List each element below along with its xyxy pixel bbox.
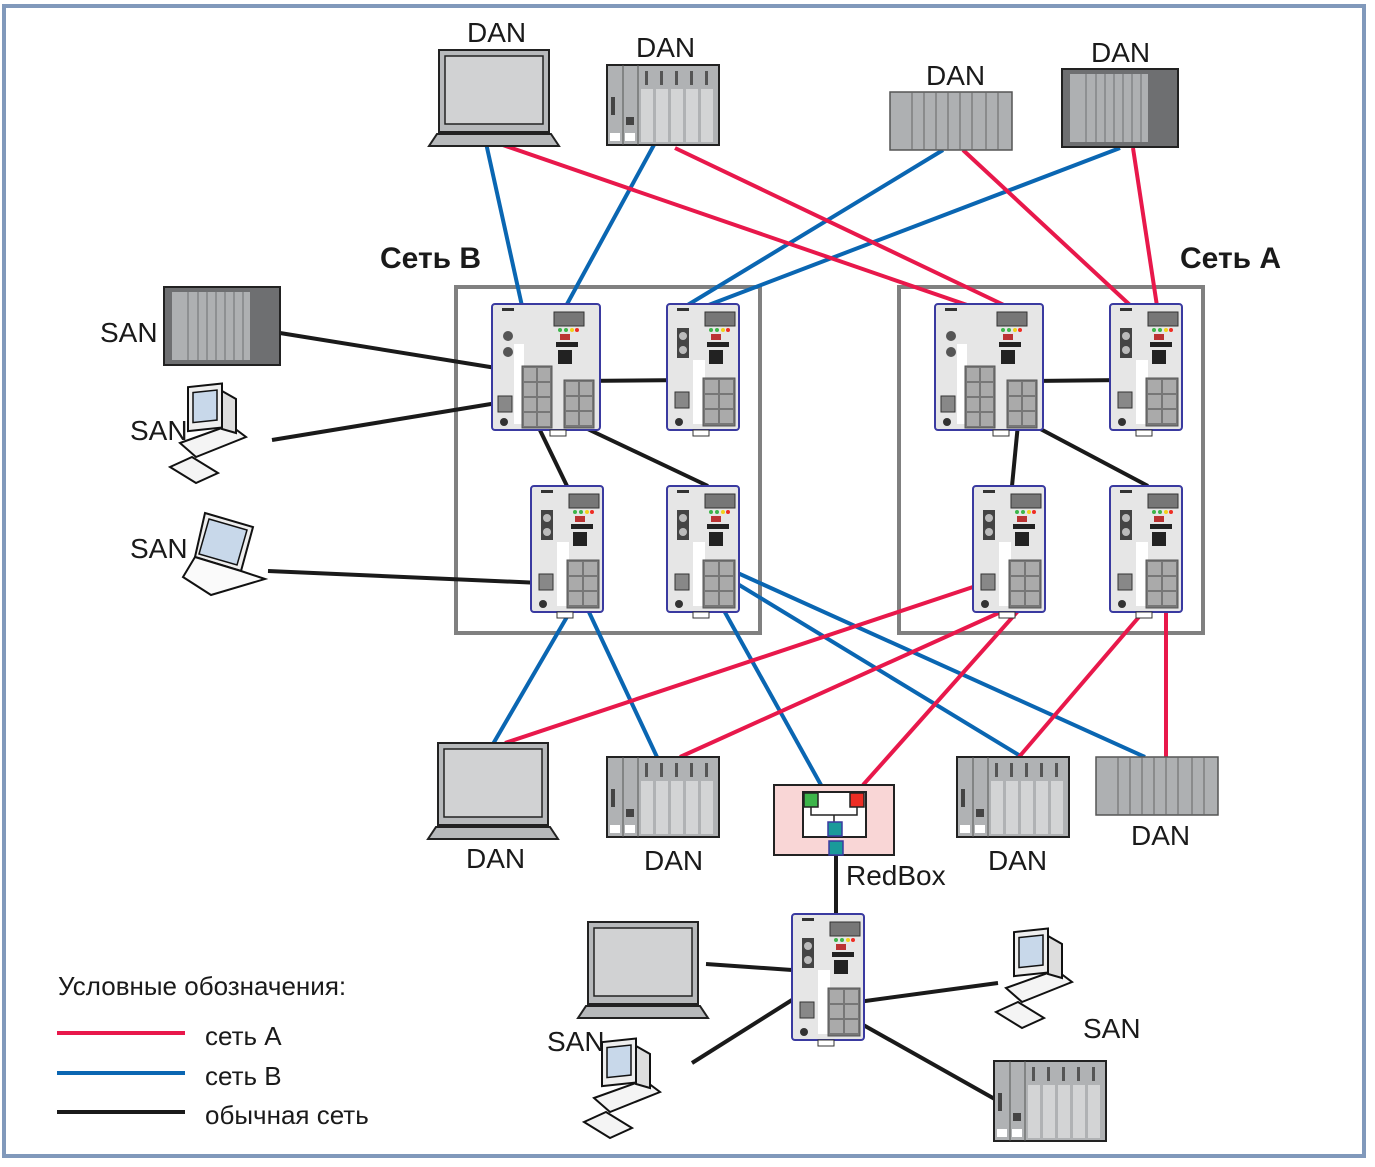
link-net-a-sw-a4-to-bottom-dan-3 <box>1017 609 1146 759</box>
group-label-net-b: Сеть B <box>380 242 481 275</box>
redbox-device[interactable] <box>773 784 895 856</box>
link-net-a-top-dan-4-to-sw-a2 <box>1131 147 1159 307</box>
link-normal-san-3-to-sw-b3 <box>267 569 542 585</box>
node-label-top-dan-2: DAN <box>636 32 695 63</box>
redbox-port-interlink-icon <box>827 821 843 837</box>
link-net-b-sw-b4-to-bottom-dan-4 <box>730 568 1146 759</box>
node-label-top-dan-1: DAN <box>467 17 526 48</box>
legend-label-net-b: сеть B <box>205 1061 282 1091</box>
laptop-icon[interactable] <box>428 49 560 147</box>
legend: Условные обозначения: сеть A сеть B обыч… <box>57 971 369 1130</box>
node-label-bottom-dan-3: DAN <box>988 845 1047 876</box>
link-normal-san-1-to-sw-b1 <box>279 331 522 374</box>
switch-net-b-1[interactable] <box>491 303 601 437</box>
switch-net-b-3[interactable] <box>530 485 604 619</box>
node-label-san-4: SAN <box>547 1026 605 1057</box>
link-normal-sw-b1-to-sw-b4 <box>576 422 709 488</box>
rack-dark-icon[interactable] <box>163 286 281 366</box>
plc-icon[interactable] <box>956 756 1070 838</box>
desktop-computer-icon[interactable] <box>995 927 1073 1029</box>
group-box-net-b <box>454 285 762 635</box>
link-net-b-top-dan-2-to-sw-b1 <box>564 142 657 307</box>
link-net-a-sw-a3-to-bottom-dan-1 <box>504 581 986 745</box>
redbox-port-a-icon <box>803 792 819 808</box>
laptop-icon[interactable] <box>577 921 709 1019</box>
link-net-a-top-dan-2-to-sw-a1 <box>674 146 1007 308</box>
link-net-b-sw-b3-to-bottom-dan-2 <box>586 609 659 758</box>
legend-label-normal: обычная сеть <box>205 1100 369 1130</box>
link-net-b-sw-b4-to-redbox <box>715 597 823 786</box>
node-label-redbox: RedBox <box>846 860 946 891</box>
switch-net-a-3[interactable] <box>972 485 1046 619</box>
node-label-bottom-dan-4: DAN <box>1131 820 1190 851</box>
link-normal-san-6-to-sw-redbox <box>857 981 999 1004</box>
rack-dark-icon[interactable] <box>1061 68 1179 148</box>
switch-net-a-2[interactable] <box>1109 303 1183 437</box>
link-normal-sw-a1-to-sw-a3 <box>1010 423 1020 487</box>
links-layer <box>267 141 1168 1104</box>
link-net-a-top-dan-1-to-sw-a1 <box>496 141 971 308</box>
link-net-b-top-dan-3-to-sw-b2 <box>684 148 945 308</box>
switch-redbox-side[interactable] <box>791 913 865 1047</box>
laptop-icon[interactable] <box>427 742 559 840</box>
plc-icon[interactable] <box>606 756 720 838</box>
link-normal-san-4-to-sw-redbox <box>705 962 793 972</box>
link-net-b-top-dan-1-to-sw-b1 <box>484 142 524 307</box>
legend-label-net-a: сеть A <box>205 1021 282 1051</box>
link-normal-sw-b1-to-sw-b3 <box>535 423 569 487</box>
rack-icon[interactable] <box>889 91 1013 151</box>
link-net-a-top-dan-3-to-sw-a2 <box>961 148 1133 308</box>
switch-net-b-4[interactable] <box>666 485 740 619</box>
link-normal-san-5-to-sw-redbox <box>690 998 794 1065</box>
link-normal-sw-a1-to-sw-a4 <box>1030 422 1149 488</box>
node-label-top-dan-4: DAN <box>1091 37 1150 68</box>
node-label-bottom-dan-1: DAN <box>466 843 525 874</box>
plc-icon[interactable] <box>606 64 720 146</box>
group-box-net-a <box>897 285 1205 635</box>
link-normal-san-7-to-sw-redbox <box>857 1020 1001 1104</box>
redbox-port-b-icon <box>849 792 865 808</box>
switch-net-a-4[interactable] <box>1109 485 1183 619</box>
node-label-san-3: SAN <box>130 533 188 564</box>
link-normal-san-2-to-sw-b1 <box>271 401 498 442</box>
node-label-san-1: SAN <box>100 317 158 348</box>
link-net-a-sw-a3-to-redbox <box>861 609 1020 787</box>
group-label-net-a: Сеть A <box>1180 242 1281 275</box>
switch-net-b-2[interactable] <box>666 303 740 437</box>
laptop-icon[interactable] <box>182 512 266 596</box>
rack-icon[interactable] <box>1095 756 1219 816</box>
link-net-b-top-dan-4-to-sw-b2 <box>705 146 1121 308</box>
node-label-bottom-dan-2: DAN <box>644 845 703 876</box>
link-net-a-sw-a3-to-bottom-dan-2 <box>679 609 1004 759</box>
node-label-san-5: SAN <box>1083 1013 1141 1044</box>
legend-title: Условные обозначения: <box>58 971 346 1001</box>
node-label-top-dan-3: DAN <box>926 60 985 91</box>
link-net-b-sw-b3-to-bottom-dan-1 <box>491 608 573 746</box>
plc-icon[interactable] <box>993 1060 1107 1142</box>
switch-net-a-1[interactable] <box>934 303 1044 437</box>
redbox-port-out-icon <box>828 840 844 856</box>
node-label-san-2: SAN <box>130 415 188 446</box>
